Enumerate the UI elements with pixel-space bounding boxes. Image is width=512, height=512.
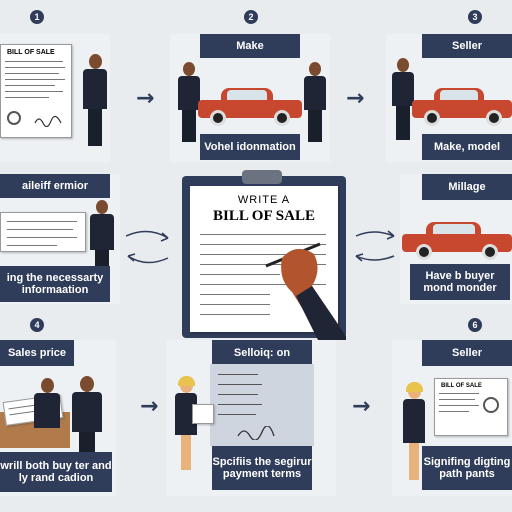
car-icon xyxy=(412,78,512,126)
step-3-caption: Make, model xyxy=(422,134,512,160)
doc-line xyxy=(5,97,49,98)
step-4-label: aileiff ermior xyxy=(0,174,110,198)
step-1-panel: BILL OF SALE xyxy=(0,34,110,162)
right-arrow-icon: → xyxy=(352,394,371,419)
step-number-2: 2 xyxy=(244,10,258,24)
step-6-caption: wrill both buy ter and ly rand cadion xyxy=(0,452,112,492)
step-5-caption: Have b buyer mond monder xyxy=(410,264,510,300)
doc-line xyxy=(5,67,65,68)
doc-title: BILL OF SALE xyxy=(441,383,482,389)
seal-icon xyxy=(483,397,499,413)
signature-icon xyxy=(34,115,62,127)
curved-arrow-icon xyxy=(125,230,169,264)
step-number-1: 1 xyxy=(30,10,44,24)
step-number-3: 3 xyxy=(468,10,482,24)
doc-line xyxy=(5,73,59,74)
hand-pen-icon xyxy=(265,242,346,340)
step-2-label: Make xyxy=(200,34,300,58)
right-arrow-icon: → xyxy=(136,86,155,111)
step-number-4: 4 xyxy=(30,318,44,332)
doc-line xyxy=(5,61,63,62)
form-document xyxy=(0,212,86,252)
bill-of-sale-document: BILL OF SALE xyxy=(0,44,72,138)
bill-of-sale-document: BILL OF SALE xyxy=(434,378,508,436)
step-5-label: Millage xyxy=(422,174,512,200)
step-7-caption: Spcifiis the segirur payment terms xyxy=(212,446,312,490)
step-7-label: Selloiq: on xyxy=(212,340,312,366)
doc-line xyxy=(5,85,55,86)
seal-icon xyxy=(7,111,21,125)
step-8-caption: Signifing digting path pants xyxy=(422,446,512,490)
woman-person xyxy=(400,382,428,480)
buyer-person xyxy=(32,378,62,428)
car-icon xyxy=(402,214,512,260)
seller-person xyxy=(80,54,110,146)
buyer-person xyxy=(176,62,202,142)
signature-icon xyxy=(237,426,275,440)
hair xyxy=(406,382,423,392)
step-6-label: Sales price xyxy=(0,340,74,366)
doc-line xyxy=(5,79,65,80)
doc-title: BILL OF SALE xyxy=(7,49,55,56)
curved-arrow-icon xyxy=(355,230,395,262)
seller-person xyxy=(302,62,328,142)
payment-document xyxy=(210,364,314,446)
step-3-label: Seller xyxy=(422,34,512,58)
seller-person xyxy=(390,58,416,140)
right-arrow-icon: → xyxy=(140,394,159,419)
center-heading-line2: BILL OF SALE xyxy=(213,208,315,224)
hair xyxy=(178,376,195,386)
clipboard-clip xyxy=(242,170,282,184)
step-4-caption: ing the necessarty informaation xyxy=(0,266,110,302)
right-arrow-icon: → xyxy=(346,86,365,111)
step-8-label: Seller xyxy=(422,340,512,366)
seller-person xyxy=(70,376,104,456)
held-document xyxy=(192,404,214,424)
step-2-caption: Vohel idonmation xyxy=(200,134,300,160)
step-number-6: 6 xyxy=(468,318,482,332)
center-heading-line1: WRITE A xyxy=(237,194,291,206)
doc-line xyxy=(5,91,63,92)
woman-person xyxy=(172,376,200,470)
car-icon xyxy=(198,78,302,126)
